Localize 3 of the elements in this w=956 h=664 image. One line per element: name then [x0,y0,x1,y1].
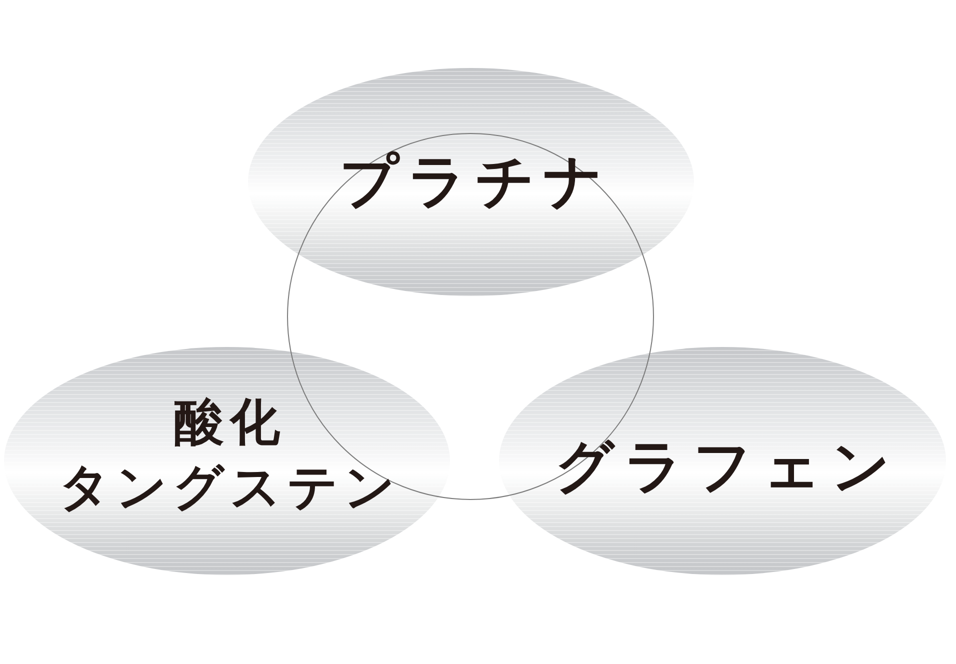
node-label: 酸化タングステン [58,392,402,518]
node-label: グラフェン [554,431,900,502]
node-label: プラチナ [338,146,612,218]
